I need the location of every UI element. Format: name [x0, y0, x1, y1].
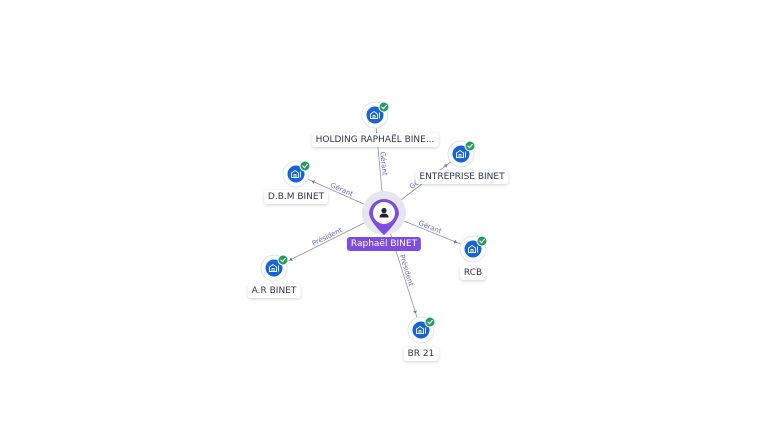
edge-arrow: [453, 239, 458, 244]
verified-check-icon: [424, 316, 436, 328]
nodes-layer: [260, 101, 488, 344]
building-icon: [456, 149, 466, 158]
company-node-br21[interactable]: [407, 316, 436, 344]
building-icon: [416, 325, 426, 334]
edge-relation-label: Gérant: [329, 181, 354, 198]
building-icon: [291, 169, 301, 178]
edge-relation-label: Président: [311, 226, 344, 248]
verified-check-icon: [277, 254, 289, 266]
company-label-entreprise[interactable]: ENTREPRISE BINET: [415, 170, 509, 184]
edge-arrow: [311, 180, 316, 184]
edge-arrow: [443, 164, 448, 168]
company-node-ar[interactable]: [260, 254, 289, 282]
company-node-circle: [464, 240, 482, 258]
company-label-dbm[interactable]: D.B.M BINET: [263, 190, 329, 204]
person-icon: [379, 207, 389, 218]
building-icon: [468, 244, 478, 253]
edge-relation-label: Président: [398, 254, 416, 288]
person-node[interactable]: [362, 191, 406, 235]
company-node-circle: [366, 106, 384, 124]
edge-relation-label: Gérant: [417, 219, 443, 236]
verified-check-icon: [464, 140, 476, 152]
verified-check-icon: [476, 235, 488, 247]
building-icon: [370, 110, 380, 119]
company-node-circle: [287, 165, 305, 183]
company-node-dbm[interactable]: [282, 160, 311, 188]
edge-arrow: [413, 310, 417, 314]
company-node-circle: [452, 145, 470, 163]
verified-check-icon: [378, 101, 390, 113]
person-label[interactable]: Raphaël BINET: [346, 237, 422, 251]
edge-relation-label: Gérant: [378, 151, 388, 176]
company-node-rcb[interactable]: [459, 235, 488, 263]
company-node-holding[interactable]: [361, 101, 390, 129]
verified-check-icon: [299, 160, 311, 172]
company-node-entreprise[interactable]: [447, 140, 476, 168]
company-node-circle: [265, 259, 283, 277]
company-label-br21[interactable]: BR 21: [403, 347, 439, 361]
company-label-holding[interactable]: HOLDING RAPHAËL BINE...: [311, 133, 439, 147]
company-label-ar[interactable]: A.R BINET: [247, 284, 301, 298]
company-label-rcb[interactable]: RCB: [459, 266, 487, 280]
building-icon: [269, 263, 279, 272]
edge-arrow: [289, 257, 293, 261]
company-node-circle: [412, 321, 430, 339]
